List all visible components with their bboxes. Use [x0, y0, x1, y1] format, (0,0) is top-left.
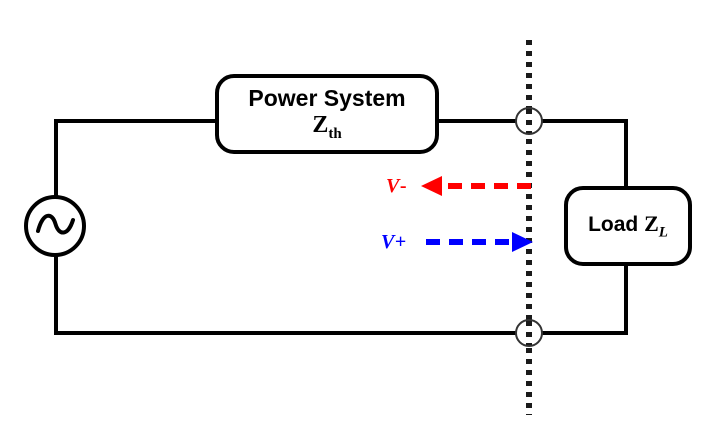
reflected-wave-arrow: [421, 176, 531, 196]
power-system-block: [215, 74, 439, 154]
wire-load-to-bottom-rail: [527, 262, 628, 335]
incident-wave-arrowhead: [512, 232, 533, 252]
circuit-wiring: [54, 119, 628, 335]
sine-wave-icon: [36, 213, 75, 235]
wire-node-to-load-top: [527, 119, 628, 190]
wire-bottom-rail-to-source: [54, 253, 531, 335]
incident-wave-arrow: [426, 232, 533, 252]
incident-wave-symbol: V: [381, 231, 395, 253]
incident-wave-sign: +: [394, 231, 407, 253]
reflected-wave-symbol: V: [386, 175, 400, 197]
ac-voltage-source: [24, 195, 86, 257]
reflected-wave-sign: -: [399, 175, 408, 197]
incident-wave-label: V+: [381, 231, 407, 254]
reflected-wave-label: V-: [386, 175, 407, 198]
wire-source-to-power-system: [54, 119, 219, 199]
reflected-wave-arrowhead: [421, 176, 442, 196]
load-block: [564, 186, 692, 266]
